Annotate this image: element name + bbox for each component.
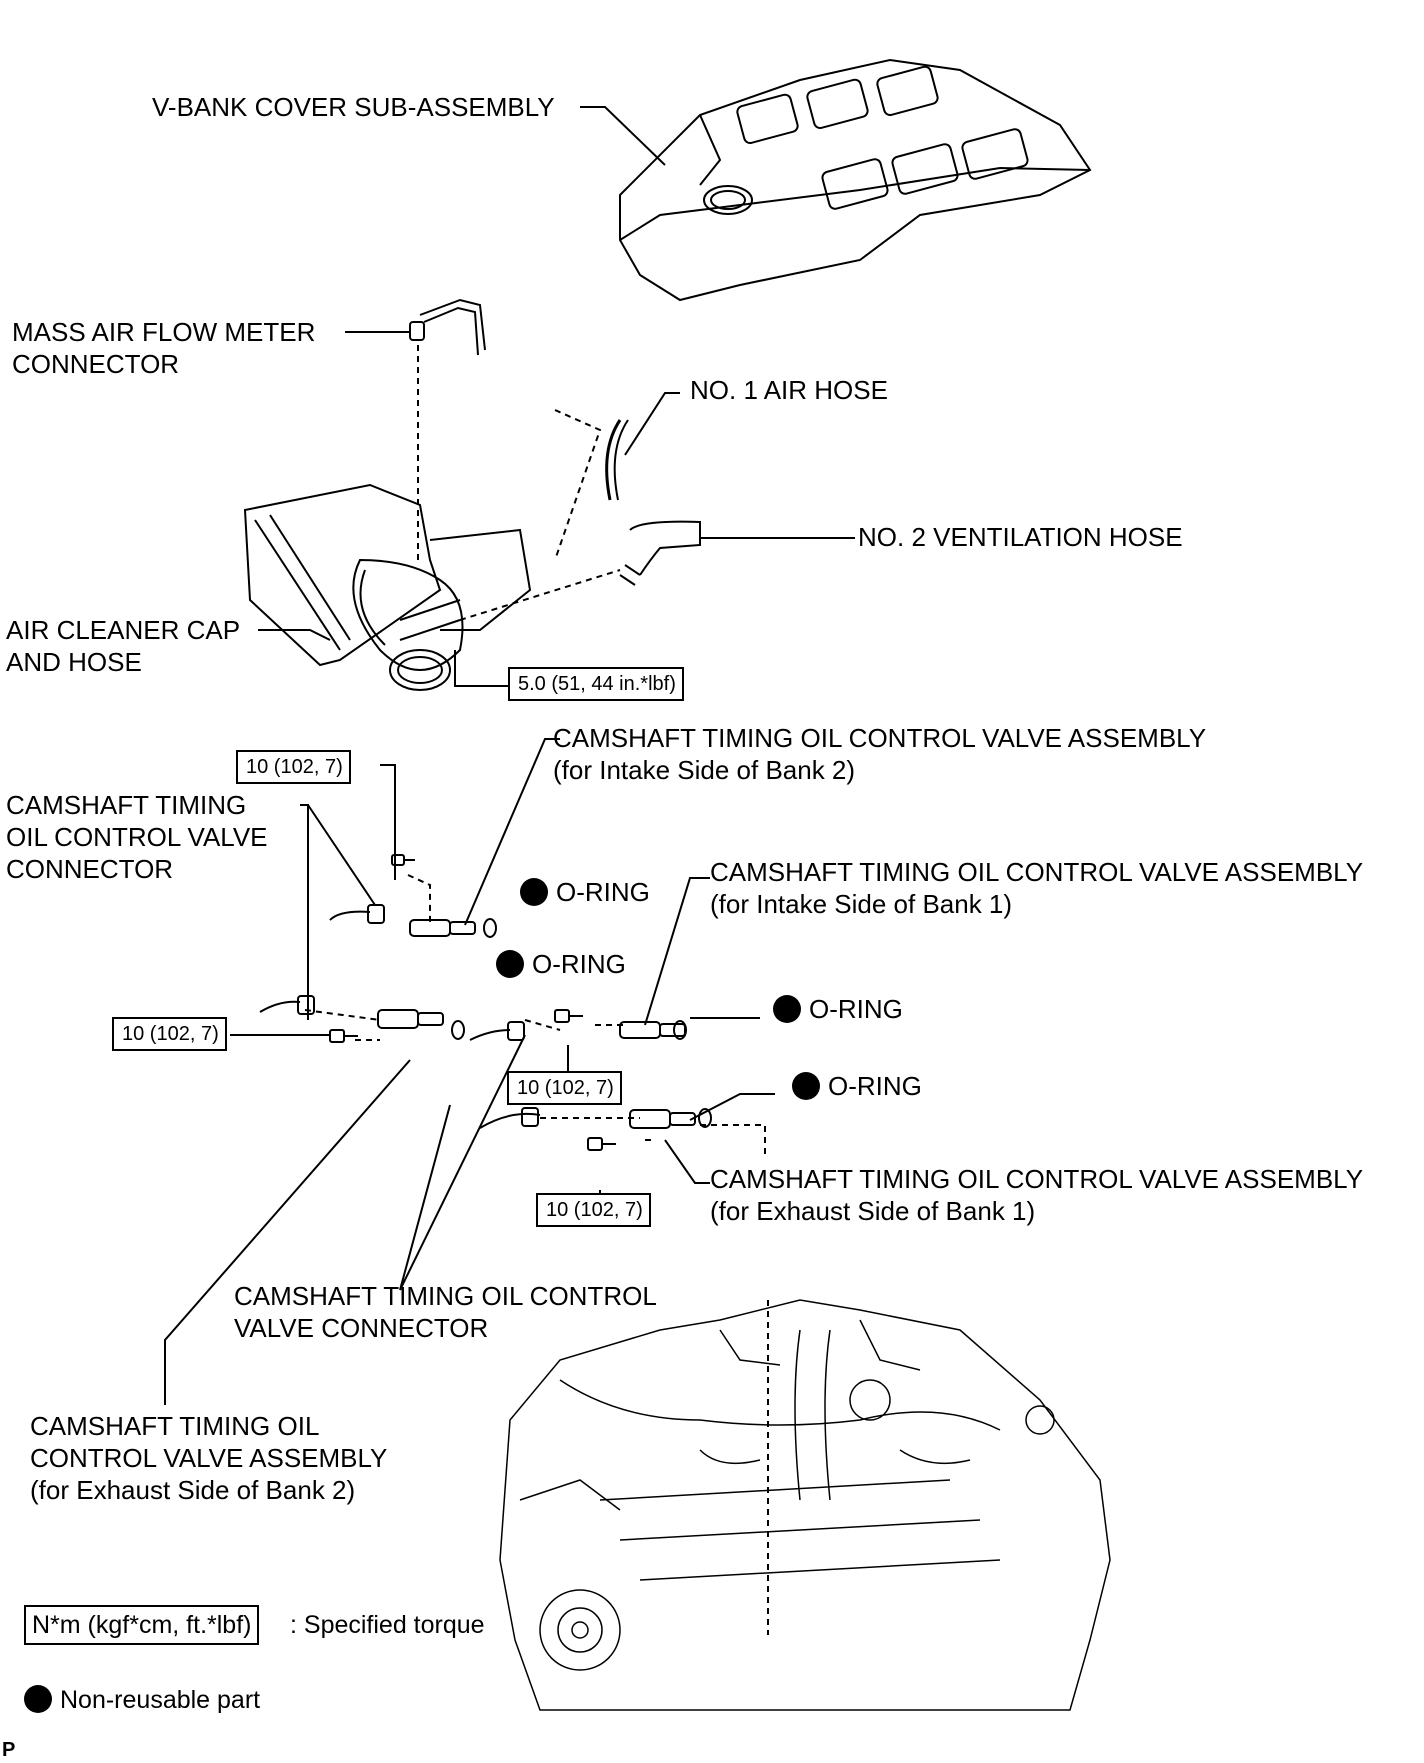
label-ocv-connector-mid-1: CAMSHAFT TIMING OIL CONTROL [234, 1281, 657, 1311]
nonreusable-dot-icon [773, 995, 801, 1023]
nonreusable-dot-icon [24, 1685, 52, 1713]
air-cleaner-drawing [243, 483, 532, 691]
label-no1-air-hose: NO. 1 AIR HOSE [690, 375, 888, 405]
label-vbank-cover: V-BANK COVER SUB-ASSEMBLY [152, 92, 555, 122]
label-ocv-intake-b1-2: (for Intake Side of Bank 1) [710, 889, 1013, 919]
nonreusable-dot-icon [792, 1072, 820, 1100]
label-ocv-connector-left-1: CAMSHAFT TIMING [6, 790, 247, 820]
legend-nonreusable-text: Non-reusable part [60, 1686, 261, 1714]
label-ocv-connector-left-2: OIL CONTROL VALVE [6, 822, 268, 852]
label-no2-vent-hose: NO. 2 VENTILATION HOSE [858, 522, 1183, 552]
oring-text: O-RING [828, 1071, 922, 1101]
vbank-cover-drawing [619, 58, 1092, 302]
legend-torque-unit: N*m (kgf*cm, ft.*lbf) [24, 1605, 260, 1645]
maf-connector-drawing [409, 298, 701, 586]
torque-bolt-3: 10 (102, 7) [507, 1071, 622, 1105]
label-air-cleaner-2: AND HOSE [6, 647, 142, 677]
label-ocv-exhaust-b2-1: CAMSHAFT TIMING OIL [30, 1411, 320, 1441]
label-ocv-connector-left-3: CONNECTOR [6, 854, 174, 884]
label-oring-2: O-RING [496, 948, 626, 981]
oring-text: O-RING [556, 877, 650, 907]
label-ocv-exhaust-b2-2: CONTROL VALVE ASSEMBLY [30, 1443, 388, 1473]
oring-text: O-RING [532, 949, 626, 979]
label-ocv-exhaust-b2-3: (for Exhaust Side of Bank 2) [30, 1475, 356, 1505]
label-ocv-exhaust-b1-1: CAMSHAFT TIMING OIL CONTROL VALVE ASSEMB… [710, 1164, 1364, 1194]
label-oring-1: O-RING [520, 876, 650, 909]
corner-mark: P [2, 1739, 16, 1761]
torque-air-cleaner-clamp: 5.0 (51, 44 in.*lbf) [508, 667, 684, 701]
label-oring-3: O-RING [773, 993, 903, 1026]
torque-bolt-1: 10 (102, 7) [236, 750, 351, 784]
nonreusable-dot-icon [496, 950, 524, 978]
label-air-cleaner-1: AIR CLEANER CAP [6, 615, 241, 645]
label-oring-4: O-RING [792, 1070, 922, 1103]
label-maf-connector-2: CONNECTOR [12, 349, 180, 379]
label-ocv-intake-b2-1: CAMSHAFT TIMING OIL CONTROL VALVE ASSEMB… [553, 723, 1207, 753]
legend-torque-desc: : Specified torque [290, 1611, 485, 1639]
label-maf-connector-1: MASS AIR FLOW METER [12, 317, 316, 347]
torque-bolt-2: 10 (102, 7) [112, 1017, 227, 1051]
label-ocv-intake-b1-1: CAMSHAFT TIMING OIL CONTROL VALVE ASSEMB… [710, 857, 1364, 887]
label-ocv-exhaust-b1-2: (for Exhaust Side of Bank 1) [710, 1196, 1036, 1226]
legend-nonreusable: Non-reusable part [24, 1684, 260, 1717]
nonreusable-dot-icon [520, 878, 548, 906]
oring-text: O-RING [809, 994, 903, 1024]
torque-bolt-4: 10 (102, 7) [536, 1193, 651, 1227]
leader-lines [164, 106, 855, 1405]
ocv-drawing [259, 854, 712, 1151]
label-ocv-intake-b2-2: (for Intake Side of Bank 2) [553, 755, 856, 785]
engine-drawing [499, 1299, 1111, 1711]
label-ocv-connector-mid-2: VALVE CONNECTOR [234, 1313, 489, 1343]
